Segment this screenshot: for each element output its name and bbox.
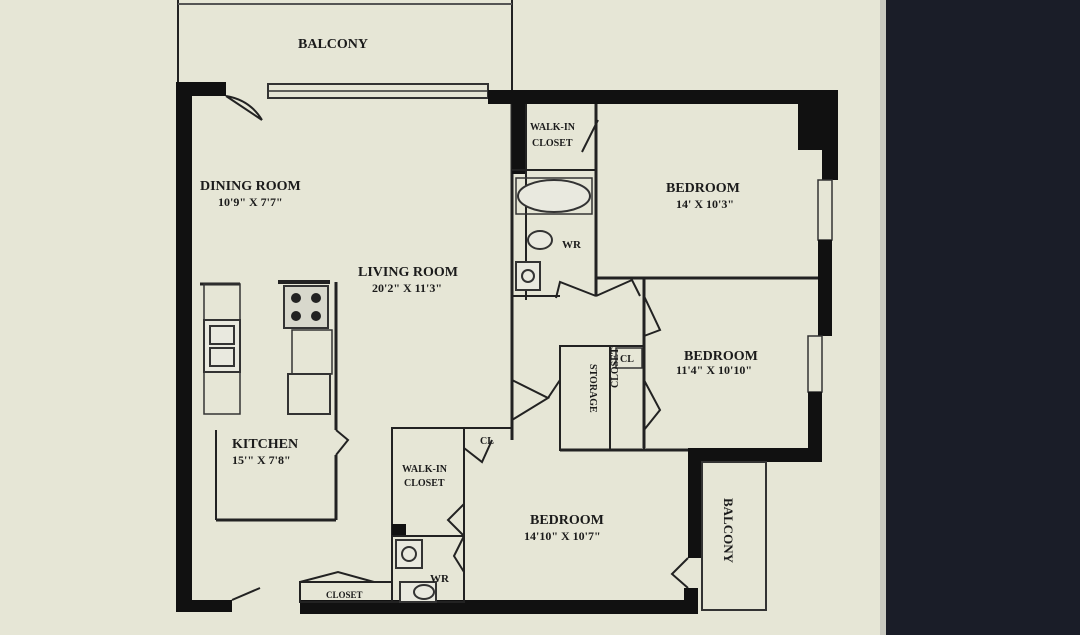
- doors: [225, 95, 689, 601]
- exterior-walls: [176, 82, 838, 614]
- walk-in-closet-bottom-line2: CLOSET: [404, 478, 445, 489]
- dining-room-name: DINING ROOM: [200, 179, 301, 194]
- balcony-top-label: BALCONY: [298, 37, 368, 52]
- stove-icon: [283, 285, 329, 329]
- interior-walls: [200, 104, 818, 603]
- bathroom-bottom-fixtures: [395, 539, 437, 603]
- walk-in-closet-top-line2: CLOSET: [532, 138, 573, 149]
- bathroom-top-fixtures: [515, 177, 593, 291]
- closet-vertical-label: CLOSET: [610, 347, 621, 388]
- bathtub-icon: [517, 179, 591, 213]
- closet-cl-right-label: CL: [620, 354, 634, 365]
- toilet-icon: [527, 230, 553, 250]
- balcony-top: [177, 0, 513, 90]
- balcony-right-label: BALCONY: [721, 498, 736, 564]
- wr-bottom-label: WR: [430, 573, 450, 585]
- toilet-icon: [413, 584, 435, 600]
- kitchen-fixtures: [203, 283, 333, 415]
- refrigerator-icon: [287, 373, 331, 415]
- floor-plan-paper: [0, 0, 880, 635]
- walk-in-closet-bottom-line1: WALK-IN: [402, 464, 448, 475]
- walk-in-closet-top-line1: WALK-IN: [530, 122, 576, 133]
- living-room-dimensions: 20'2" X 11'3": [372, 281, 442, 295]
- closet-cl-mid-label: CL: [480, 436, 494, 447]
- bedroom-3-dimensions: 14'10" X 10'7": [524, 529, 601, 543]
- bedroom-1-dimensions: 14' X 10'3": [676, 197, 734, 211]
- kitchen-dimensions: 15'" X 7'8": [232, 453, 291, 467]
- living-room-name: LIVING ROOM: [358, 265, 458, 280]
- bedroom-2-dimensions: 11'4" X 10'10": [676, 363, 752, 377]
- storage-label: STORAGE: [587, 364, 598, 413]
- closet-bottom-label: CLOSET: [326, 590, 363, 600]
- bedroom-1-name: BEDROOM: [666, 181, 740, 196]
- dining-room-dimensions: 10'9" X 7'7": [218, 195, 283, 209]
- wr-top-label: WR: [562, 239, 582, 251]
- bedroom-2-name: BEDROOM: [684, 349, 758, 364]
- kitchen-name: KITCHEN: [232, 437, 298, 452]
- monitor-edge-highlight: [878, 0, 886, 635]
- bedroom-3-name: BEDROOM: [530, 513, 604, 528]
